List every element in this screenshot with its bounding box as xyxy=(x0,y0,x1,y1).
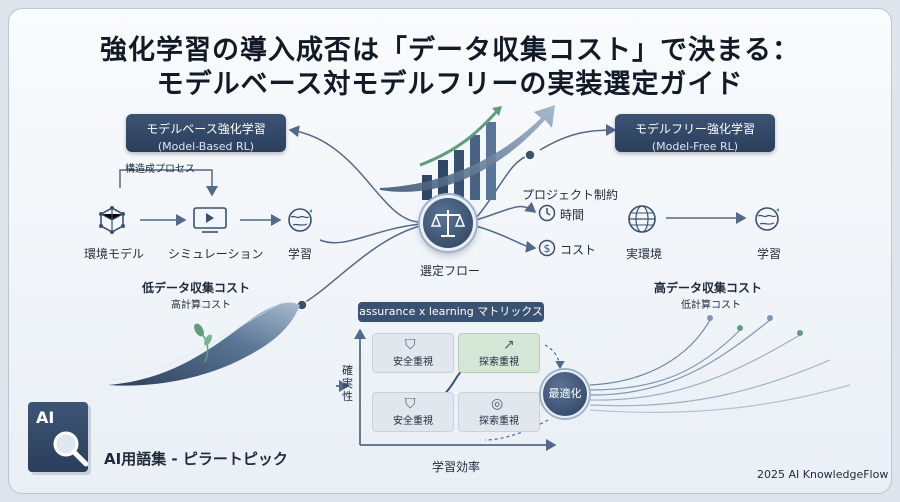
model-based-title: モデルベース強化学習 xyxy=(146,122,266,136)
project-constraints-label: プロジェクト制約 xyxy=(522,188,619,202)
model-free-title: モデルフリー強化学習 xyxy=(634,122,755,136)
title-line-1: 強化学習の導入成否は「データ収集コスト」で決まる： xyxy=(100,35,800,66)
selection-flow-hub xyxy=(420,195,476,251)
matrix-title: assurance x learning マトリックス xyxy=(358,302,544,322)
hub-label: 選定フロー xyxy=(420,264,481,278)
target-icon: ◎ xyxy=(491,396,504,412)
magnifier-icon xyxy=(53,431,89,467)
high-data-cost-label: 高データ収集コスト xyxy=(654,281,763,295)
matrix-cell-explore-bottom: ◎ 探索重視 xyxy=(458,392,540,432)
cell-label: 安全重視 xyxy=(393,357,433,368)
globe-icon xyxy=(628,205,656,233)
cell-label: 探索重視 xyxy=(479,357,519,368)
dollar-icon: $ xyxy=(538,239,556,257)
matrix-cell-explore-top: ↗ 探索重視 xyxy=(458,333,540,373)
cube-icon xyxy=(99,206,125,234)
model-free-rl-label: モデルフリー強化学習 (Model-Free RL) xyxy=(615,114,775,153)
title-line-2: モデルベース対モデルフリーの実装選定ガイド xyxy=(156,69,744,100)
env-model-label: 環境モデル xyxy=(84,247,145,261)
model-based-rl-label: モデルベース強化学習 (Model-Based RL) xyxy=(126,114,286,153)
time-label: 時間 xyxy=(560,208,585,222)
globe-learning-icon xyxy=(288,208,312,232)
mf-globe-learning-icon xyxy=(755,207,779,231)
matrix-x-axis-label: 学習効率 xyxy=(432,460,481,474)
clock-icon xyxy=(538,204,556,222)
low-compute-cost-label: 低計算コスト xyxy=(681,300,741,311)
simulation-label: シミュレーション xyxy=(168,247,264,261)
matrix-cell-safety-top: ⛉ 安全重視 xyxy=(372,333,454,373)
scales-icon xyxy=(430,210,466,237)
real-env-label: 実環境 xyxy=(626,247,663,261)
matrix-y-axis-label: 確実性 xyxy=(342,364,353,403)
book-icon: AI xyxy=(28,402,89,472)
copyright-label: 2025 AI KnowledgeFlow xyxy=(757,468,889,481)
shield-check-icon: ⛉ xyxy=(405,337,416,353)
model-free-subtitle: (Model-Free RL) xyxy=(651,140,739,153)
shield-gear-icon: ⛉ xyxy=(405,396,416,412)
cost-label: コスト xyxy=(560,243,597,257)
svg-text:$: $ xyxy=(544,242,551,255)
cell-label: 安全重視 xyxy=(393,416,433,427)
chart-up-icon: ↗ xyxy=(503,337,515,353)
mb-learn-label: 学習 xyxy=(288,247,313,261)
matrix-cell-safety-bottom: ⛉ 安全重視 xyxy=(372,392,454,432)
mf-learn-label: 学習 xyxy=(757,247,782,261)
brand-label: AI用語集 - ピラートピック xyxy=(104,450,288,468)
loop-label: 構造成プロセス xyxy=(125,164,195,175)
high-compute-cost-label: 高計算コスト xyxy=(171,300,231,311)
optimization-node: 最適化 xyxy=(541,370,589,418)
cell-label: 探索重視 xyxy=(479,416,519,427)
model-based-subtitle: (Model-Based RL) xyxy=(157,140,255,153)
simulation-screen-icon xyxy=(193,207,227,233)
book-ai-text: AI xyxy=(36,408,55,427)
low-data-cost-label: 低データ収集コスト xyxy=(142,281,251,295)
